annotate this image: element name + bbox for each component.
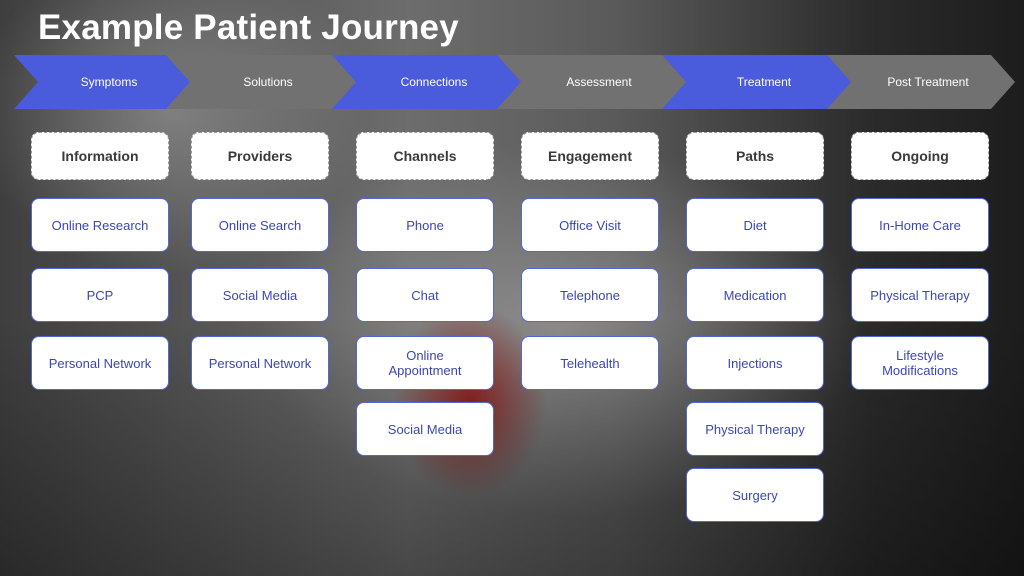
journey-item: Online Search <box>191 198 329 252</box>
column-header-information: Information <box>31 132 169 180</box>
journey-item: Personal Network <box>191 336 329 390</box>
stage-assessment: Assessment <box>497 55 687 109</box>
journey-item: Physical Therapy <box>851 268 989 322</box>
stage-chevron-row: Symptoms Solutions Connections Assessment Tr… <box>0 55 1024 109</box>
journey-item: Lifestyle Modifications <box>851 336 989 390</box>
stage-solutions: Solutions <box>166 55 356 109</box>
journey-item: Personal Network <box>31 336 169 390</box>
page-title: Example Patient Journey <box>38 8 459 47</box>
journey-item: Social Media <box>191 268 329 322</box>
journey-item: Telehealth <box>521 336 659 390</box>
stage-connections: Connections <box>332 55 522 109</box>
journey-item: Office Visit <box>521 198 659 252</box>
journey-item: Medication <box>686 268 824 322</box>
journey-item: Online Research <box>31 198 169 252</box>
journey-item: PCP <box>31 268 169 322</box>
journey-item: Surgery <box>686 468 824 522</box>
journey-item: Injections <box>686 336 824 390</box>
stage-label: Solutions <box>243 75 293 89</box>
journey-item: Chat <box>356 268 494 322</box>
stage-label: Symptoms <box>80 75 138 89</box>
journey-item: Social Media <box>356 402 494 456</box>
stage-treatment: Treatment <box>662 55 852 109</box>
journey-item: Telephone <box>521 268 659 322</box>
journey-item: Online Appointment <box>356 336 494 390</box>
journey-item: Physical Therapy <box>686 402 824 456</box>
journey-item: In-Home Care <box>851 198 989 252</box>
journey-item: Diet <box>686 198 824 252</box>
stage-label: Treatment <box>736 75 792 89</box>
stage-symptoms: Symptoms <box>14 55 190 109</box>
stage-label: Assessment <box>566 75 632 89</box>
journey-item: Phone <box>356 198 494 252</box>
stage-post-treatment: Post Treatment <box>827 55 1015 109</box>
column-header-paths: Paths <box>686 132 824 180</box>
stage-label: Post Treatment <box>887 75 969 89</box>
stage-label: Connections <box>400 75 468 89</box>
column-header-channels: Channels <box>356 132 494 180</box>
column-header-ongoing: Ongoing <box>851 132 989 180</box>
column-header-engagement: Engagement <box>521 132 659 180</box>
column-header-providers: Providers <box>191 132 329 180</box>
